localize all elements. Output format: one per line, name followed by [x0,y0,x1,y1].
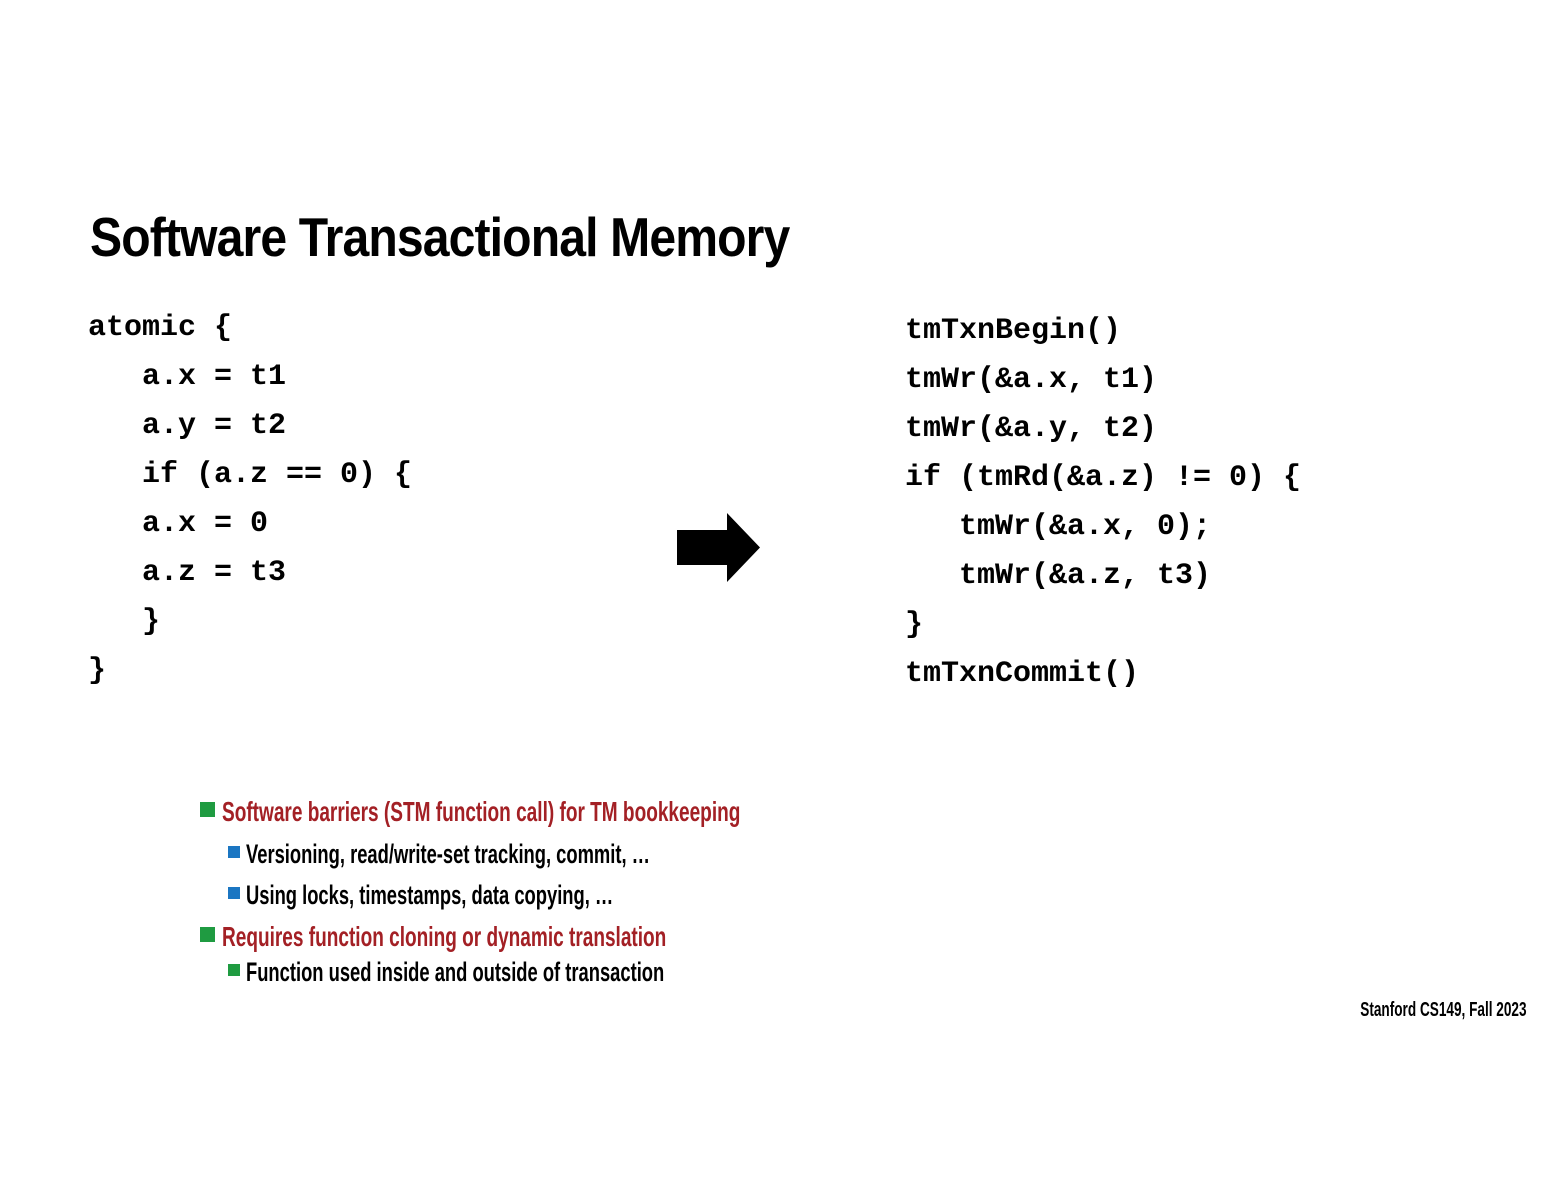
code-block-tm-instrumented: tmTxnBegin() tmWr(&a.x, t1) tmWr(&a.y, t… [905,307,1301,699]
code-line: } [88,605,161,639]
square-bullet-icon [228,846,240,858]
bullet-list-item: Function used inside and outside of tran… [228,956,861,988]
code-line: tmWr(&a.z, t3) [905,559,1212,593]
code-line: } [88,654,107,688]
code-line: tmWr(&a.x, 0); [905,510,1212,544]
slide-title: Software Transactional Memory [90,206,790,268]
code-line: a.x = t1 [88,360,287,394]
code-line: } [905,608,924,642]
footer-course-credit: Stanford CS149, Fall 2023 [1360,999,1527,1021]
right-block-arrow-icon [677,513,760,582]
code-line: tmWr(&a.y, t2) [905,412,1158,446]
code-line: tmTxnBegin() [905,314,1122,348]
square-bullet-icon [200,802,215,817]
square-bullet-icon [228,964,240,976]
square-bullet-icon [228,887,240,899]
code-line: a.x = 0 [88,507,269,541]
code-line: a.z = t3 [88,556,287,590]
code-line: tmTxnCommit() [905,657,1140,691]
bullet-list-item-label: Function used inside and outside of tran… [246,957,665,987]
bullet-list-item: Using locks, timestamps, data copying, … [228,879,786,911]
bullet-list-item-label: Versioning, read/write-set tracking, com… [246,839,651,869]
square-bullet-icon [200,927,215,942]
code-line: if (a.z == 0) { [88,458,413,492]
bullet-list-item: Requires function cloning or dynamic tra… [200,920,875,954]
bullet-list-item-label: Using locks, timestamps, data copying, … [246,880,614,910]
code-line: if (tmRd(&a.z) != 0) { [905,461,1302,495]
code-line: a.y = t2 [88,409,287,443]
bullet-list-item: Software barriers (STM function call) fo… [200,795,984,829]
bullet-list-item-label: Requires function cloning or dynamic tra… [222,921,667,952]
code-line: tmWr(&a.x, t1) [905,363,1158,397]
code-line: atomic { [88,311,233,345]
bullet-list-item: Versioning, read/write-set tracking, com… [228,838,840,870]
bullet-list-item-label: Software barriers (STM function call) fo… [222,796,741,827]
code-block-atomic-source: atomic { a.x = t1 a.y = t2 if (a.z == 0)… [88,304,412,696]
